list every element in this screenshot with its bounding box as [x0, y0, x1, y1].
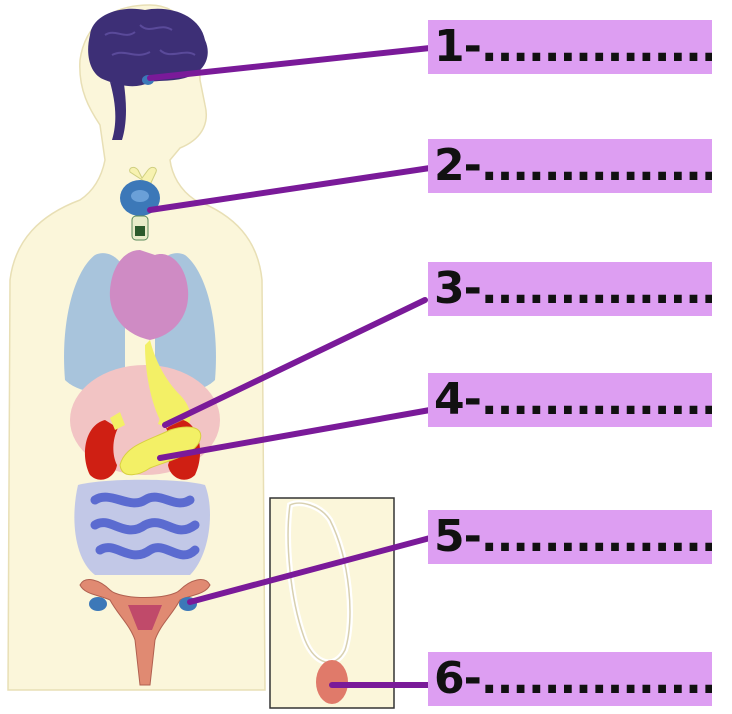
label-box-2[interactable]: 2-............... [428, 139, 712, 193]
label-2: 2-............... [434, 144, 712, 188]
label-box-3[interactable]: 3-............... [428, 262, 712, 316]
label-box-5[interactable]: 5-............... [428, 510, 712, 564]
label-box-1[interactable]: 1-............... [428, 20, 712, 74]
label-6: 6-............... [434, 657, 712, 701]
label-5: 5-............... [434, 515, 712, 559]
label-1: 1-............... [434, 25, 712, 69]
male-inset [270, 498, 394, 708]
label-box-6[interactable]: 6-............... [428, 652, 712, 706]
leader-line-2 [150, 168, 430, 210]
label-box-4[interactable]: 4-............... [428, 373, 712, 427]
body-silhouette [8, 5, 265, 690]
intestines [74, 480, 210, 575]
label-4: 4-............... [434, 378, 712, 422]
ovary-left [89, 597, 107, 611]
label-3: 3-............... [434, 267, 712, 311]
